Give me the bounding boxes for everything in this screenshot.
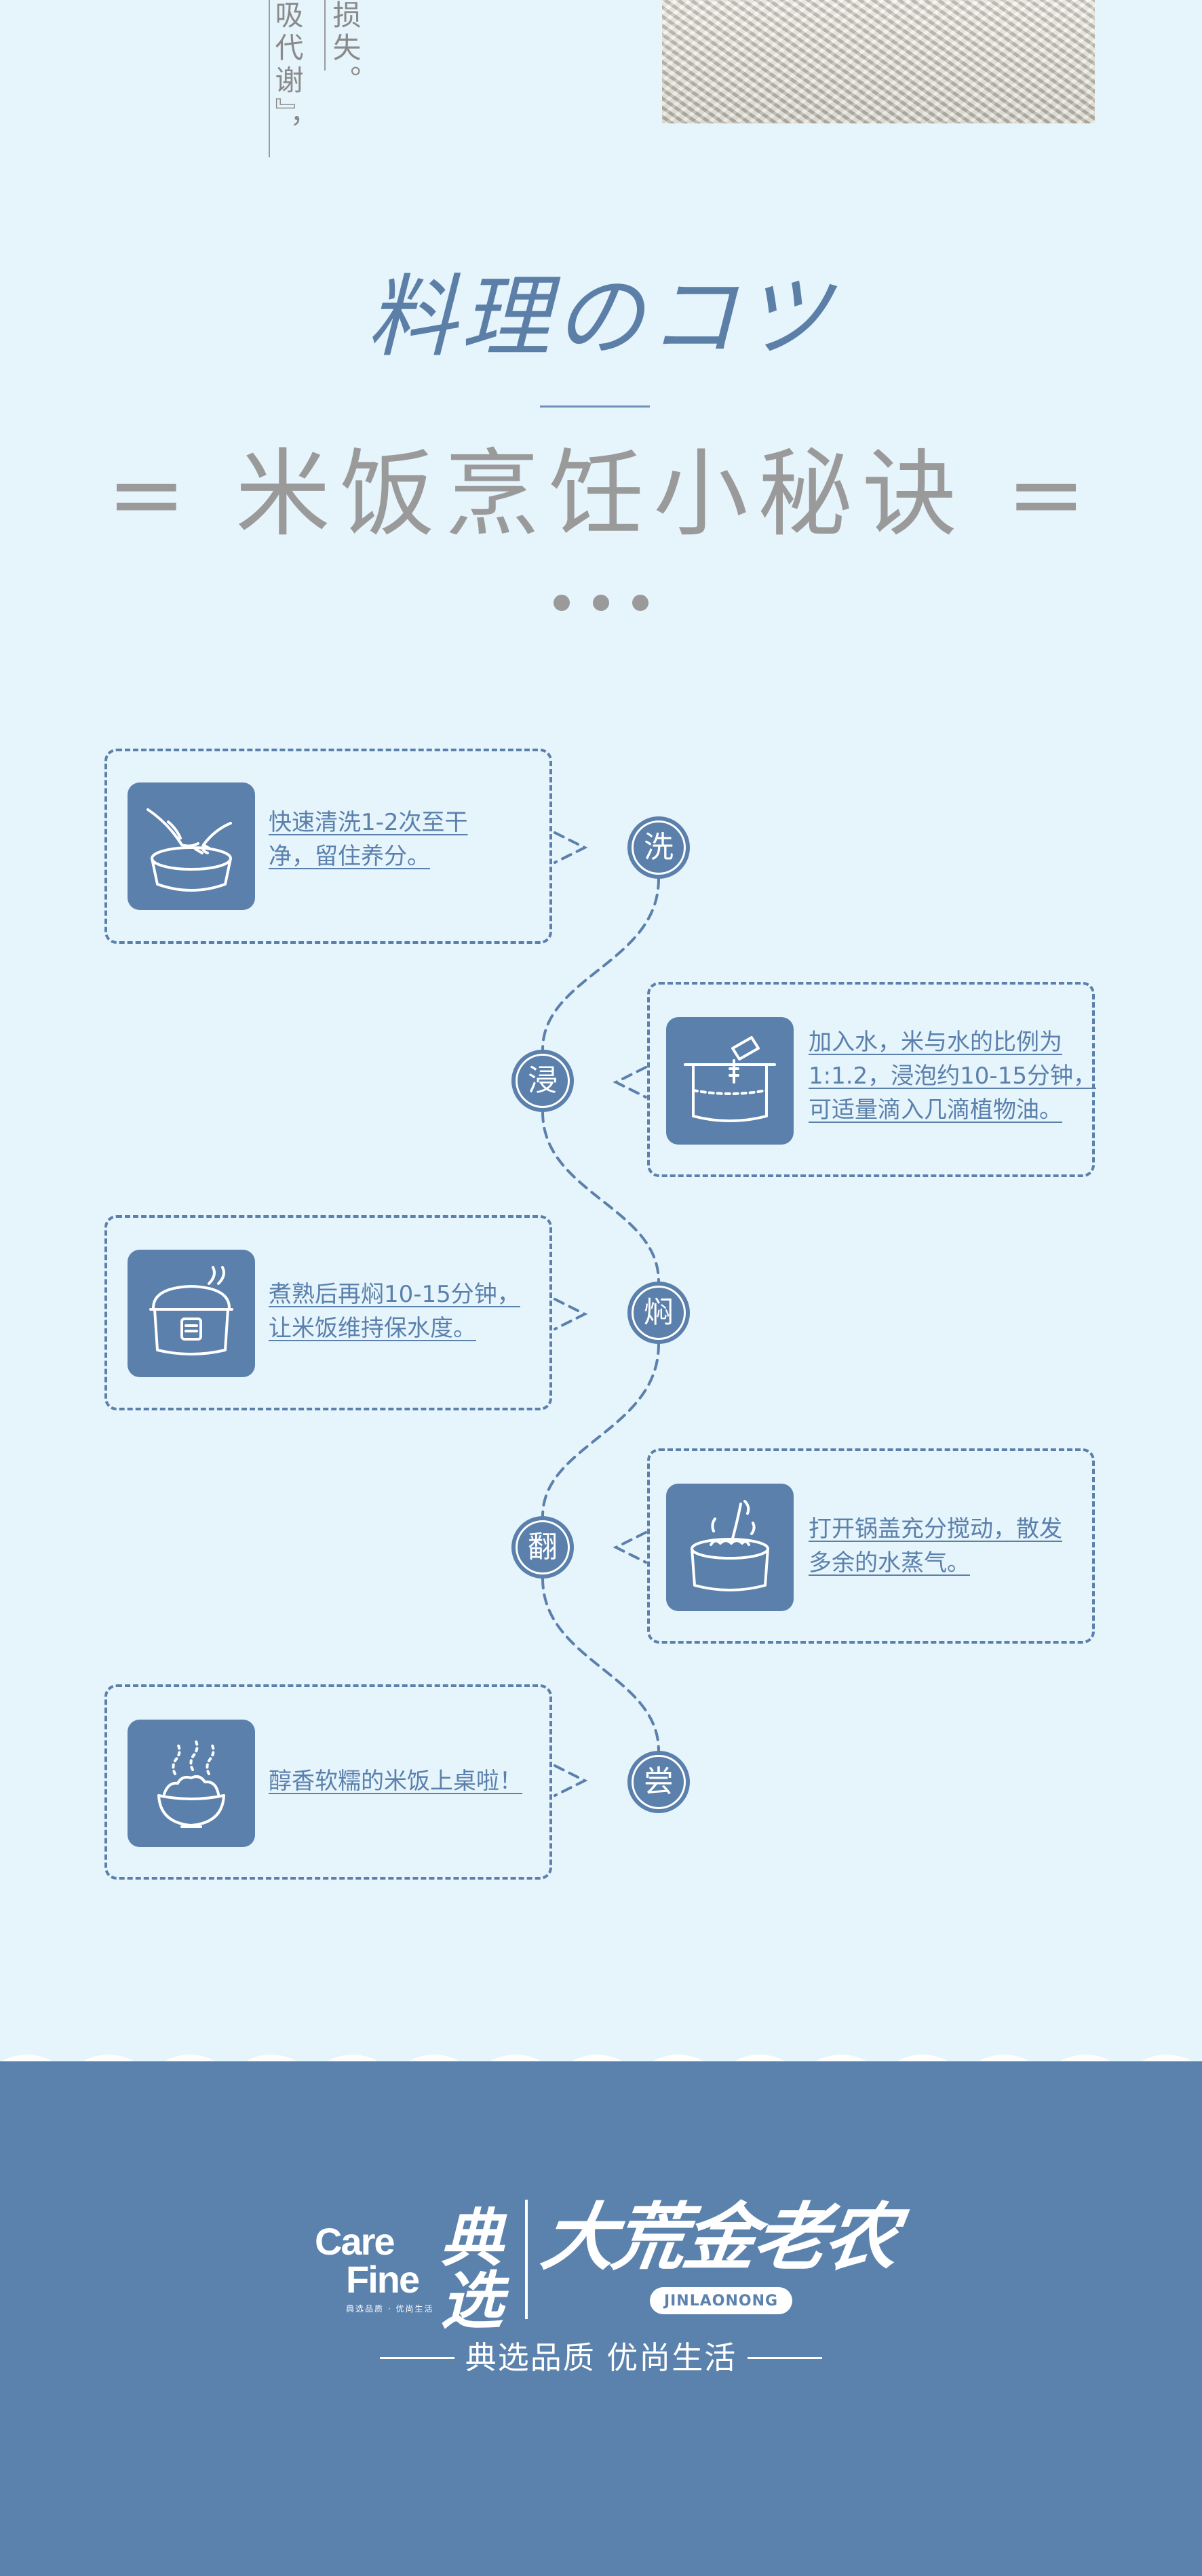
rice-bowl-icon	[128, 1720, 255, 1847]
carefine-logo: Care Fine	[315, 2220, 420, 2301]
step-card-steam	[104, 1215, 552, 1410]
step-card-stir	[647, 1448, 1095, 1644]
title-dot	[593, 595, 609, 611]
dianxuan-logo: 典选	[430, 2205, 503, 2330]
footer	[0, 2061, 1202, 2576]
jinlaonong-badge: JINLAONONG	[650, 2287, 792, 2314]
step-card-wash	[104, 749, 552, 944]
jp-title: 料理のコツ	[367, 265, 835, 370]
stirring-pot-icon	[666, 1484, 794, 1611]
step-card-taste	[104, 1684, 552, 1880]
washing-rice-icon	[128, 782, 255, 910]
step-text-steam: 煮熟后再焖10-15分钟， 让米饭维持保水度。	[269, 1281, 520, 1342]
fragment-divider-2	[269, 0, 270, 157]
soaking-pot-icon	[666, 1017, 794, 1145]
step-card-soak	[647, 982, 1095, 1177]
step-node-soak: 浸	[511, 1050, 574, 1112]
fragment-text-col-2: 吸代谢』，	[271, 0, 304, 148]
step-text-wash: 快速清洗1-2次至干 净，留住养分。	[269, 809, 468, 870]
logo-divider	[525, 2200, 528, 2319]
rice-cooker-icon	[128, 1250, 255, 1377]
step-node-wash: 洗	[627, 816, 690, 879]
step-text-stir: 打开锅盖充分搅动，散发 多余的水蒸气。	[809, 1515, 1062, 1577]
steps-connector-path	[541, 831, 660, 1797]
title-divider	[540, 405, 650, 408]
title-dot	[632, 595, 648, 611]
slogan-dash-left	[380, 2357, 454, 2359]
jinlaonong-logo: 大荒金老农	[537, 2195, 902, 2280]
title-dot	[554, 595, 570, 611]
fragment-text-col-1: 损失。	[328, 0, 362, 98]
carefine-tagline: 典选品质 · 优尚生活	[346, 2304, 434, 2314]
fragment-divider-1	[324, 0, 326, 71]
cn-title: = 米饭烹饪小秘诀 =	[106, 439, 1096, 550]
step-node-stir: 翻	[511, 1516, 574, 1579]
step-node-taste: 尝	[627, 1751, 690, 1813]
step-text-soak: 加入水，米与水的比例为 1:1.2，浸泡约10-15分钟， 可适量滴入几滴植物油…	[809, 1029, 1096, 1124]
step-text-taste: 醇香软糯的米饭上桌啦！	[269, 1768, 522, 1795]
step-node-steam: 焖	[627, 1282, 690, 1344]
rice-photo	[662, 0, 1095, 123]
slogan-dash-right	[748, 2357, 822, 2359]
footer-slogan: 典选品质 优尚生活	[380, 2337, 822, 2379]
slogan-text: 典选品质 优尚生活	[465, 2339, 737, 2376]
